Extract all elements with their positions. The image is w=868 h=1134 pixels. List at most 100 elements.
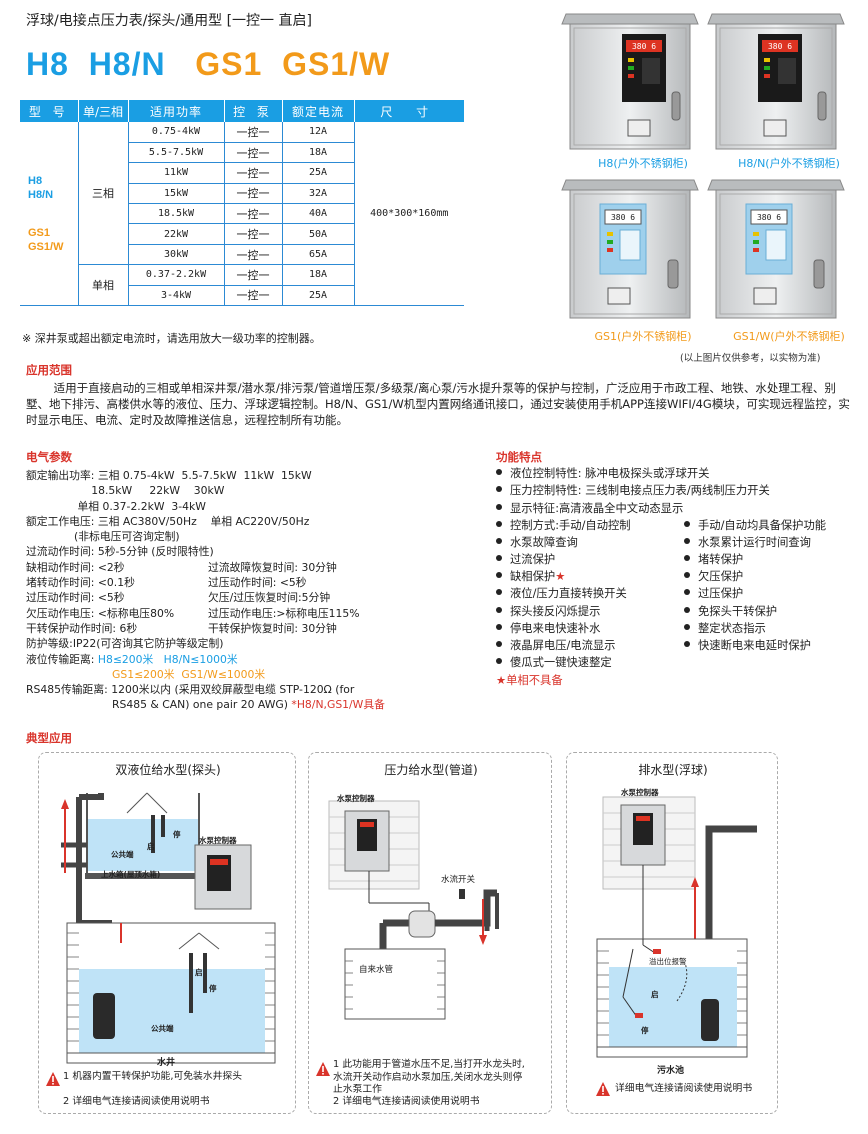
p1-tank-label: 上水箱(屋顶水箱) bbox=[101, 870, 161, 879]
power-cell: 15kW bbox=[128, 183, 225, 205]
feature-item: 欠压保护 bbox=[684, 568, 743, 585]
col-model: 型 号 bbox=[20, 100, 79, 122]
features-title: 功能特点 bbox=[496, 450, 542, 464]
p2-tap: 自来水管 bbox=[359, 965, 394, 975]
power-cell: 0.37-2.2kW bbox=[128, 264, 225, 286]
current-cell: 65A bbox=[282, 244, 355, 266]
cabinet-h8: 380 6 bbox=[561, 13, 699, 150]
p1-common: 公共端 bbox=[111, 850, 134, 859]
application-title: 应用范围 bbox=[26, 363, 72, 377]
panel2-title: 压力给水型(管道) bbox=[384, 763, 478, 777]
panel-pressure: 压力给水型(管道) 水泵控制器 水流开关 自来水管 1 此功能用于管道水压不足,… bbox=[308, 752, 552, 1114]
p3-start: 启 bbox=[651, 990, 659, 999]
param-line: 单相 0.37-2.2kW 3-4kW bbox=[26, 499, 206, 513]
pump-cell: 一控一 bbox=[224, 142, 283, 164]
param-right: 过压动作时间: <5秒 bbox=[208, 576, 307, 590]
p3-stop: 停 bbox=[641, 1026, 649, 1035]
caption-gs1: GS1(户外不锈钢柜) bbox=[594, 330, 692, 343]
p3-pool: 污水池 bbox=[657, 1066, 685, 1076]
dist-gs1w: GS1/W≤1000米 bbox=[181, 667, 266, 681]
rs485-text: RS485 & CAN) one pair 20 AWG) bbox=[112, 698, 288, 712]
model-line: GS1 bbox=[28, 226, 51, 239]
param-right: 过流故障恢复时间: 30分钟 bbox=[208, 560, 337, 574]
rs485-note: *H8/N,GS1/W具备 bbox=[287, 698, 385, 712]
power-cell: 30kW bbox=[128, 244, 225, 266]
param-pair: 干转保护动作时间: 6秒干转保护恢复时间: 30分钟 bbox=[26, 621, 385, 636]
col-size: 尺 寸 bbox=[354, 100, 464, 122]
param-left: 堵转动作时间: <0.1秒 bbox=[26, 576, 135, 590]
dist-label: 液位传输距离: bbox=[26, 652, 98, 666]
phase-three-cell: 三相 bbox=[78, 122, 129, 266]
param-left: 干转保护动作时间: 6秒 bbox=[26, 621, 138, 635]
model-line: H8 bbox=[28, 174, 43, 187]
cabinet-images: 380 6 380 6 380 6 380 6 bbox=[561, 13, 845, 319]
spec-table: 型 号 单/三相 适用功率 控 泵 额定电流 尺 寸 H8 H8/N GS1 G… bbox=[20, 100, 464, 307]
dist-gs1: GS1≤200米 bbox=[112, 667, 175, 681]
table-row: 30kW 一控一 65A bbox=[20, 244, 464, 266]
p1-start-2: 启 bbox=[195, 968, 203, 977]
dist-h8n: H8/N≤1000米 bbox=[163, 652, 238, 666]
p2-controller: 水泵控制器 bbox=[337, 794, 375, 803]
feature-item: 堵转保护 bbox=[684, 551, 743, 568]
feature-item: 傻瓜式一键快速整定 bbox=[496, 654, 612, 671]
model-names: H8 H8/N GS1 GS1/W bbox=[26, 46, 390, 83]
warning-icon bbox=[596, 1082, 610, 1096]
single-phase-note: ★单相不具备 bbox=[496, 674, 563, 687]
feature-item: 显示特征:高清液晶全中文动态显示 bbox=[496, 500, 683, 517]
pump-cell: 一控一 bbox=[224, 122, 283, 143]
current-cell: 25A bbox=[282, 162, 355, 184]
current-cell: 18A bbox=[282, 264, 355, 286]
dist-h8: H8≤200米 bbox=[97, 652, 154, 666]
param-pair: 堵转动作时间: <0.1秒 过压动作时间: <5秒 bbox=[26, 575, 385, 590]
power-cell: 3-4kW bbox=[128, 285, 225, 307]
table-note: ※ 深井泵或超出额定电流时，请选用放大一级功率的控制器。 bbox=[22, 332, 321, 345]
pump-cell: 一控一 bbox=[224, 183, 283, 205]
model-gs1w: GS1/W bbox=[282, 46, 391, 82]
cabinet-h8n: 380 6 bbox=[707, 13, 845, 150]
caption-h8: H8(户外不锈钢柜) bbox=[598, 157, 688, 170]
param-right: 过压动作电压:>标称电压115% bbox=[208, 606, 360, 620]
p1-well: 水井 bbox=[157, 1058, 176, 1068]
feature-item: 液位/压力直接转换开关 bbox=[496, 585, 627, 602]
pump-cell: 一控一 bbox=[224, 223, 283, 245]
power-cell: 18.5kW bbox=[128, 203, 225, 225]
model-line: H8/N bbox=[28, 188, 54, 201]
power-cell: 5.5-7.5kW bbox=[128, 142, 225, 164]
feature-item: 免探头干转保护 bbox=[684, 603, 777, 620]
table-row: H8 H8/N GS1 GS1/W 三相 0.75-4kW 一控一 12A 40… bbox=[20, 122, 464, 307]
table-header-row: 型 号 单/三相 适用功率 控 泵 额定电流 尺 寸 bbox=[20, 100, 464, 122]
current-cell: 50A bbox=[282, 223, 355, 245]
model-h8: H8 bbox=[26, 46, 69, 82]
protection-level: 防护等级:IP22(可咨询其它防护等级定制) bbox=[26, 637, 224, 651]
p2-switch: 水流开关 bbox=[441, 875, 476, 885]
electrical-title: 电气参数 bbox=[26, 450, 72, 464]
feature-item: 缺相保护★ bbox=[496, 568, 565, 585]
p1-warn-2: 2 详细电气连接请阅读使用说明书 bbox=[63, 1096, 210, 1107]
p1-start: 启 bbox=[147, 842, 155, 851]
feature-item: 手动/自动均具备保护功能 bbox=[684, 517, 826, 534]
table-row: 15kW 一控一 32A bbox=[20, 183, 464, 205]
param-pair: 缺相动作时间: <2秒过流故障恢复时间: 30分钟 bbox=[26, 560, 385, 575]
electrical-params: 额定输出功率: 三相 0.75-4kW 5.5-7.5kW 11kW 15kW … bbox=[26, 468, 385, 713]
current-cell: 25A bbox=[282, 285, 355, 307]
p1-common-2: 公共端 bbox=[151, 1024, 174, 1033]
current-cell: 12A bbox=[282, 122, 355, 143]
feature-item: 液位控制特性: 脉冲电极探头或浮球开关 bbox=[496, 465, 709, 482]
p2-warn-2: 2 详细电气连接请阅读使用说明书 bbox=[333, 1096, 480, 1107]
param-line: (非标电压可咨询定制) bbox=[26, 530, 180, 544]
model-h8n: H8/N bbox=[88, 46, 166, 82]
table-row: 单相 0.37-2.2kW 一控一 18A bbox=[20, 264, 464, 307]
feature-item: 水泵故障查询 bbox=[496, 534, 578, 551]
svg-text:380 6: 380 6 bbox=[757, 213, 781, 222]
pump-cell: 一控一 bbox=[224, 162, 283, 184]
table-row: 22kW 一控一 50A bbox=[20, 223, 464, 245]
star-icon: ★ bbox=[555, 570, 566, 583]
p3-overflow: 溢出位报警 bbox=[649, 957, 687, 966]
table-row: 11kW 一控一 25A bbox=[20, 162, 464, 184]
feature-item: 控制方式:手动/自动控制 bbox=[496, 517, 631, 534]
current-cell: 18A bbox=[282, 142, 355, 164]
application-text: 适用于直接启动的三相或单相深井泵/潜水泵/排污泵/管道增压泵/多级泵/离心泵/污… bbox=[26, 381, 850, 427]
table-row: 3-4kW 一控一 25A bbox=[20, 285, 464, 307]
size-cell: 400*300*160mm bbox=[354, 122, 464, 307]
reference-note: (以上图片仅供参考，以实物为准) bbox=[680, 353, 821, 364]
